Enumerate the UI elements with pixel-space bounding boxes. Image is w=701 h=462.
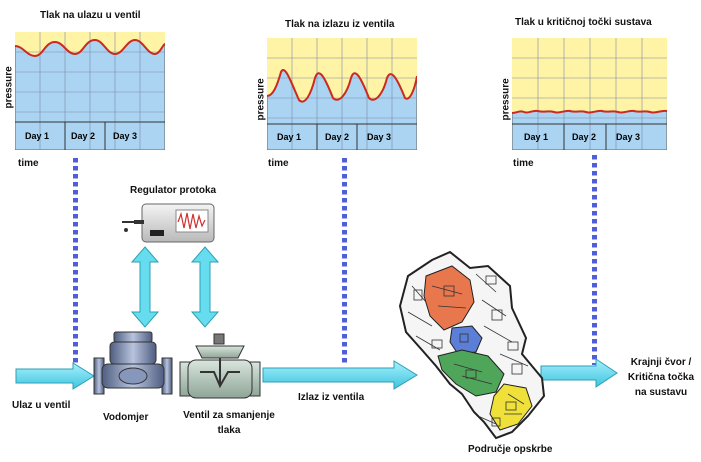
chart-3-pressure-area xyxy=(512,38,667,113)
outlet-label: Izlaz iz ventila xyxy=(298,392,365,403)
chart-1-curve xyxy=(15,38,165,58)
chart-1-day-1: Day 1 xyxy=(25,131,49,141)
valve-label-line-1: Ventil za smanjenje xyxy=(183,410,275,421)
chart-1: Day 1 Day 2 Day 3 xyxy=(15,32,165,150)
flow-controller-icon xyxy=(120,200,220,248)
inlet-arrow-icon xyxy=(15,362,95,390)
chart-2-curve xyxy=(267,69,417,103)
chart-1-pressure-area xyxy=(15,32,165,56)
chart-3-day-3: Day 3 xyxy=(616,132,640,142)
chart-2: Day 1 Day 2 Day 3 xyxy=(267,38,417,150)
pressure-reducing-valve-icon xyxy=(178,332,262,404)
dotted-connector-3 xyxy=(592,155,597,365)
chart-2-ylabel: pressure xyxy=(255,78,267,121)
chart-3-curve xyxy=(512,109,667,114)
chart-2-title: Tlak na izlazu iz ventila xyxy=(285,19,395,30)
chart-2-day-2: Day 2 xyxy=(325,132,349,142)
outlet-arrow-icon xyxy=(262,360,418,390)
chart-1-ylabel: pressure xyxy=(3,66,15,109)
chart-1-xlabel: time xyxy=(18,158,39,169)
chart-3-xlabel: time xyxy=(513,158,534,169)
end-node-label: Krajnji čvor / Kritična točka na sustavu xyxy=(616,355,701,400)
chart-3-title: Tlak u kritičnoj točki sustava xyxy=(515,17,652,28)
controller-label: Regulator protoka xyxy=(130,185,217,196)
water-meter-icon xyxy=(92,330,174,402)
double-arrow-right-icon xyxy=(190,246,220,328)
chart-1-title: Tlak na ulazu u ventil xyxy=(40,10,141,21)
chart-2-day-1: Day 1 xyxy=(277,132,301,142)
chart-3-day-1: Day 1 xyxy=(524,132,548,142)
valve-label-line-2: tlaka xyxy=(217,425,241,436)
inlet-label: Ulaz u ventil xyxy=(12,400,71,411)
chart-2-xlabel: time xyxy=(268,158,289,169)
dotted-connector-1 xyxy=(73,158,78,366)
chart-1-day-2: Day 2 xyxy=(71,131,95,141)
area-label: Područje opskrbe xyxy=(468,444,553,455)
chart-3-day-2: Day 2 xyxy=(572,132,596,142)
chart-2-day-3: Day 3 xyxy=(367,132,391,142)
valve-label: Ventil za smanjenje tlaka xyxy=(174,408,284,438)
end-node-label-line-2: Kritična točka xyxy=(627,372,695,383)
double-arrow-left-icon xyxy=(130,246,160,328)
chart-3-ylabel: pressure xyxy=(500,78,512,121)
supply-area-map xyxy=(392,246,552,442)
chart-1-day-3: Day 3 xyxy=(113,131,137,141)
chart-3: Day 1 Day 2 Day 3 xyxy=(512,38,667,150)
meter-label: Vodomjer xyxy=(103,412,149,423)
end-node-label-line-3: na sustavu xyxy=(634,387,688,398)
dotted-connector-2 xyxy=(342,158,347,366)
end-node-label-line-1: Krajnji čvor / xyxy=(630,357,692,368)
end-arrow-icon xyxy=(540,358,618,388)
